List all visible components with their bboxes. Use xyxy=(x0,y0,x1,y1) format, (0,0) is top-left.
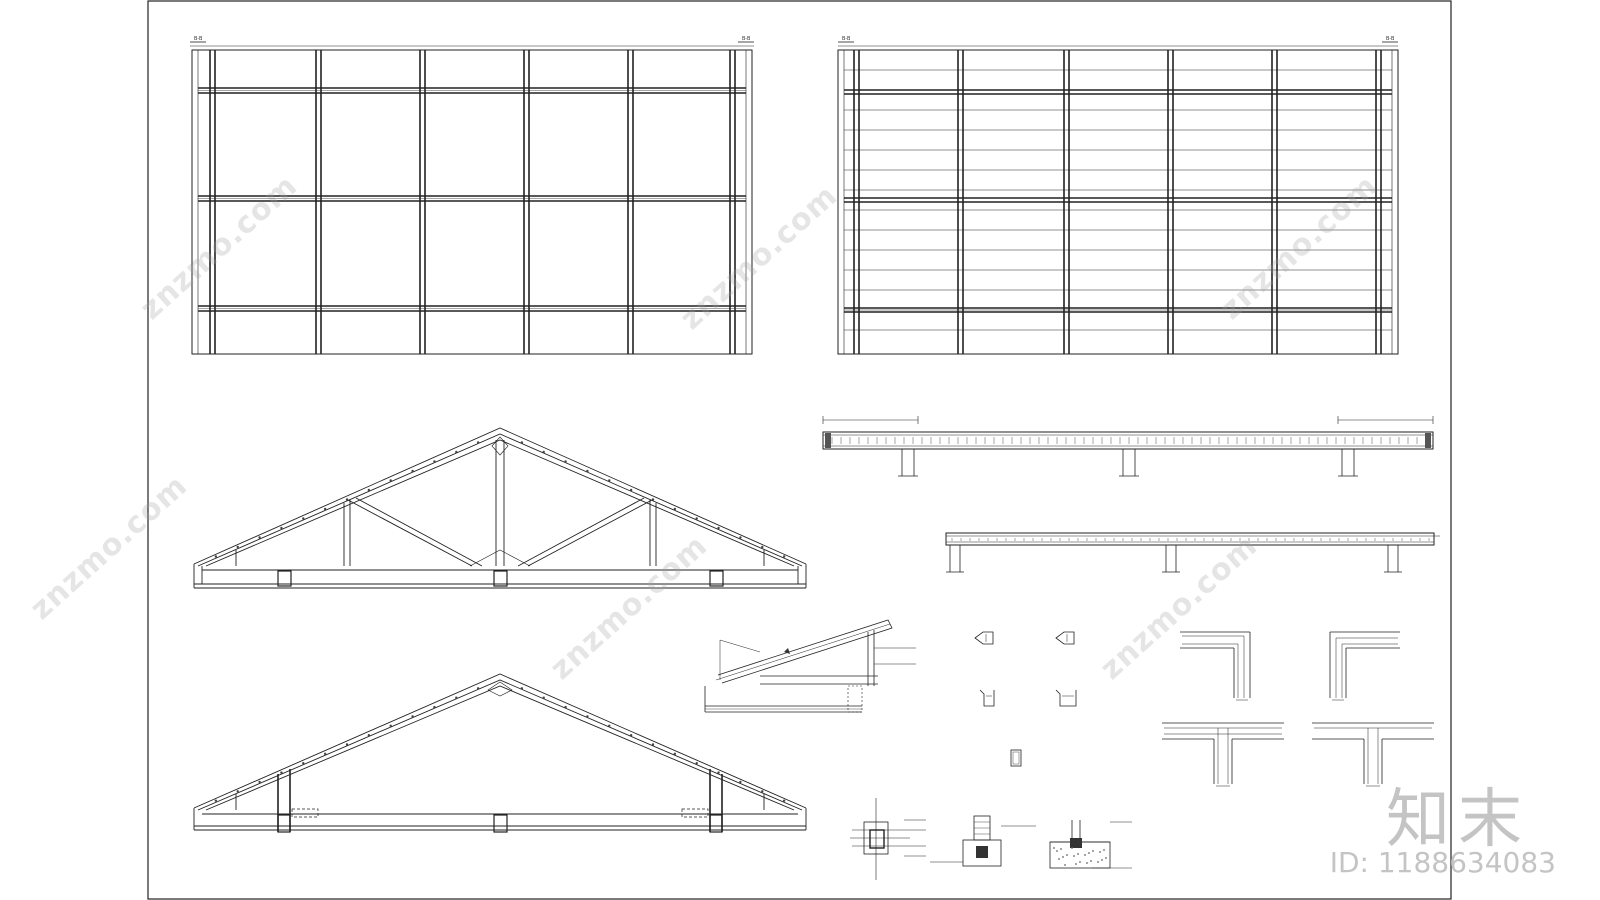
image-id-text: ID: 1188634083 xyxy=(1329,846,1556,879)
plan-left-label-b: B-B xyxy=(742,36,751,42)
beam-column-joints xyxy=(1162,631,1434,787)
eave-detail xyxy=(704,619,916,713)
plan-right-label-a: B-B xyxy=(842,36,851,42)
plan-left-label-a: B-B xyxy=(194,36,203,42)
roof-framing-plan-left: B-B B-B xyxy=(190,36,754,355)
roof-truss-elevation-top xyxy=(193,427,807,589)
sheet-frame xyxy=(147,0,1452,900)
roof-truss-elevation-bottom xyxy=(193,673,807,833)
beam-section-long-top xyxy=(822,416,1434,477)
plan-right-label-b: B-B xyxy=(1386,36,1395,42)
beam-section-long-bottom xyxy=(945,532,1440,573)
foundation-details xyxy=(850,798,1132,880)
brand-logo: 知末 xyxy=(1386,783,1530,857)
connector-fittings xyxy=(974,631,1077,767)
roof-framing-plan-right: B-B B-B xyxy=(837,36,1399,355)
